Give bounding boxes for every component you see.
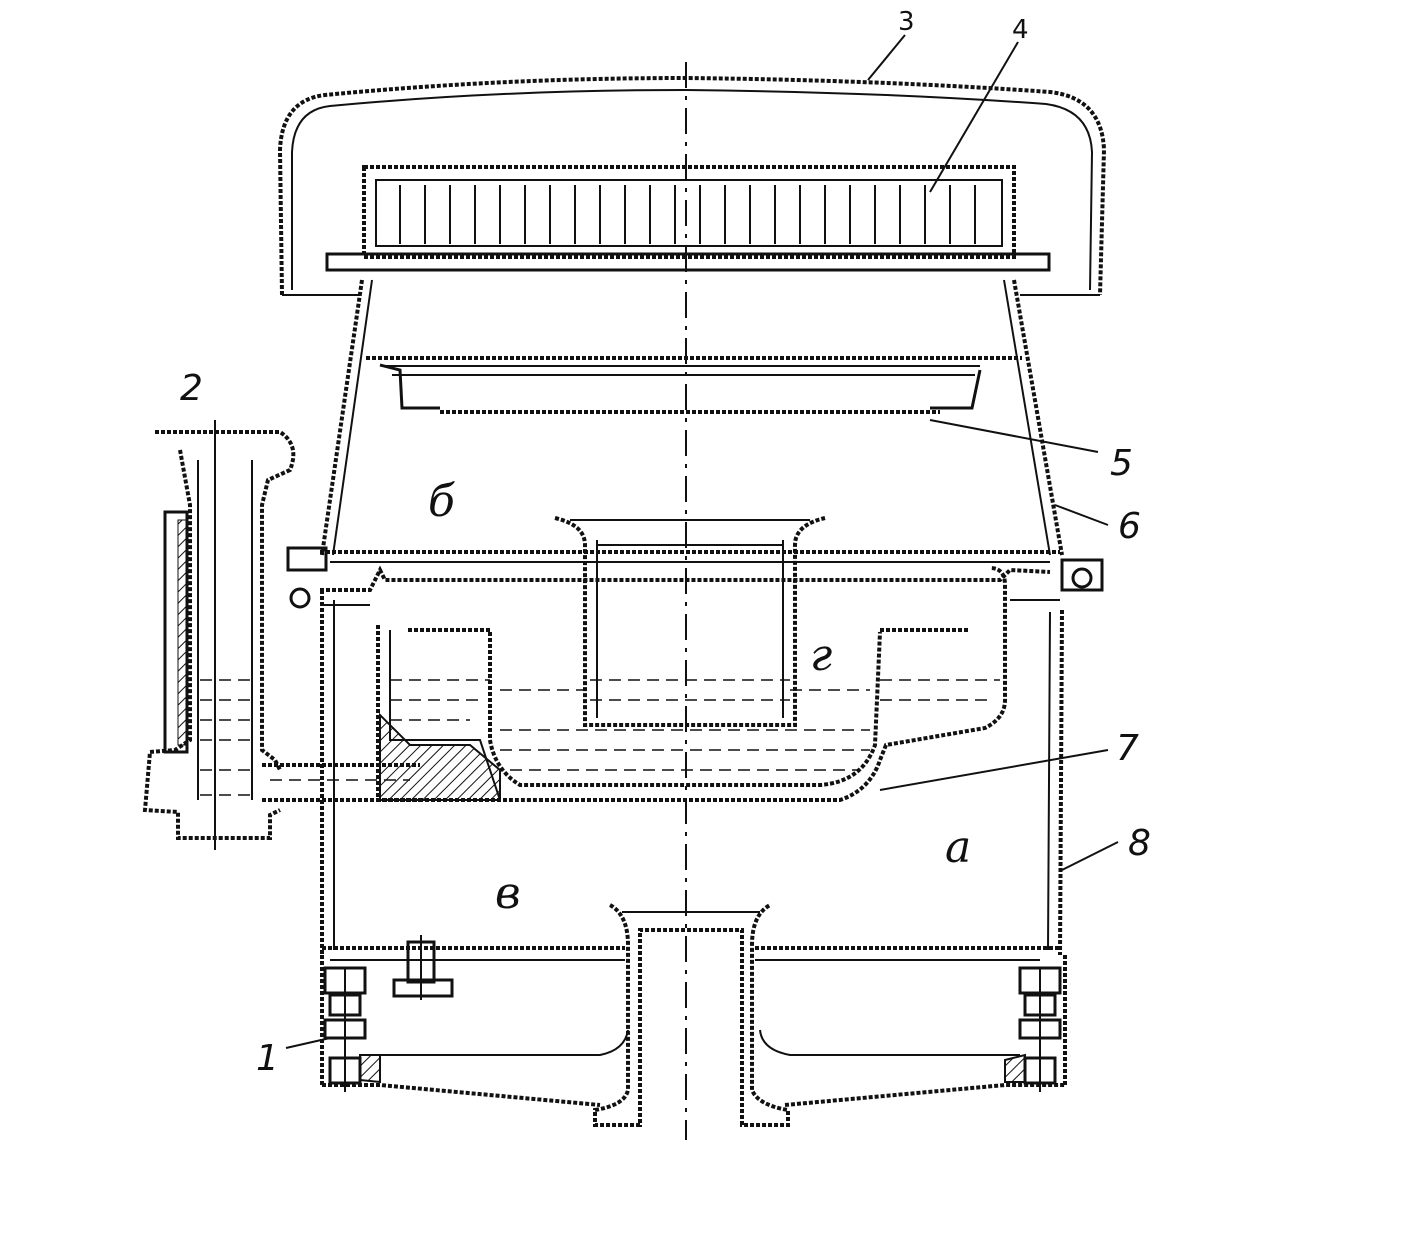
label-1: 1 <box>256 1038 279 1079</box>
central-tube-upper <box>554 516 826 727</box>
label-7: 7 <box>1116 728 1139 769</box>
label-2: 2 <box>180 368 203 409</box>
zone-a: а <box>945 822 971 873</box>
zone-b: б <box>428 476 455 527</box>
upper-housing-right-wall <box>1012 279 1064 556</box>
central-tube-lower <box>593 903 790 1127</box>
leader-3 <box>867 34 906 81</box>
oil-level-gauge <box>142 420 420 850</box>
cover <box>277 75 1107 296</box>
clamp-bolt-left <box>323 966 367 1092</box>
base-pan <box>320 955 1067 1107</box>
filter-pleats <box>399 185 976 244</box>
zone-g: г <box>810 630 832 681</box>
leader-8 <box>1061 841 1119 871</box>
leader-4 <box>929 41 1019 193</box>
drain-plug <box>392 935 454 1000</box>
label-5: 5 <box>1110 443 1133 484</box>
lower-housing <box>320 590 1064 961</box>
zone-v: в <box>495 868 521 919</box>
oil-bath <box>376 566 1007 802</box>
clamp-bolt-right <box>1018 966 1062 1092</box>
leader-6 <box>1054 504 1109 526</box>
label-3: 3 <box>898 7 915 37</box>
tray-sides <box>379 363 982 410</box>
filter-element <box>362 165 1016 259</box>
middle-flange <box>286 546 1104 609</box>
leader-5 <box>929 419 1099 453</box>
upper-housing-left-wall <box>320 279 364 556</box>
label-4: 4 <box>1012 15 1029 45</box>
label-6: 6 <box>1118 506 1141 547</box>
clamp-bar <box>325 252 1051 272</box>
label-8: 8 <box>1128 823 1151 864</box>
leader-1 <box>285 1037 331 1049</box>
leader-7 <box>879 749 1109 791</box>
